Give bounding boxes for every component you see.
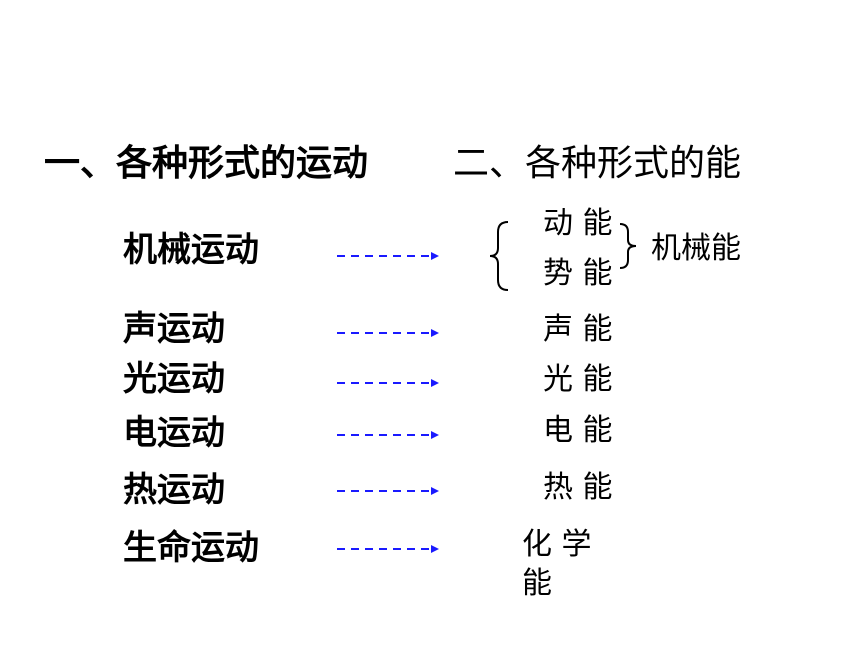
right-brace [619,223,637,269]
arrow-mechanical [337,252,439,260]
energy-light: 光 能 [543,362,613,397]
motion-label-mechanical: 机械运动 [123,230,259,270]
energy-potential: 势 能 [543,256,613,291]
arrow-life [337,545,439,553]
energy-chemical-line1: 化 学 [522,527,592,562]
heading-energies: 二、各种形式的能 [453,143,742,184]
energy-thermal: 热 能 [543,470,613,505]
energy-mechanical-total: 机械能 [651,231,741,266]
energy-electric: 电 能 [543,413,613,448]
arrow-sound [337,329,439,337]
arrow-light [337,379,439,387]
motion-label-light: 光运动 [123,359,225,399]
motion-label-life: 生命运动 [123,528,259,568]
left-brace [489,221,509,291]
motion-label-sound: 声运动 [123,309,225,349]
motion-label-electric: 电运动 [123,413,225,453]
heading-motions: 一、各种形式的运动 [44,143,369,184]
energy-kinetic: 动 能 [543,206,613,241]
energy-chemical-line2: 能 [522,566,552,601]
arrow-electric [337,431,439,439]
arrow-thermal [337,487,439,495]
energy-sound: 声 能 [543,312,613,347]
motion-label-thermal: 热运动 [123,470,225,510]
